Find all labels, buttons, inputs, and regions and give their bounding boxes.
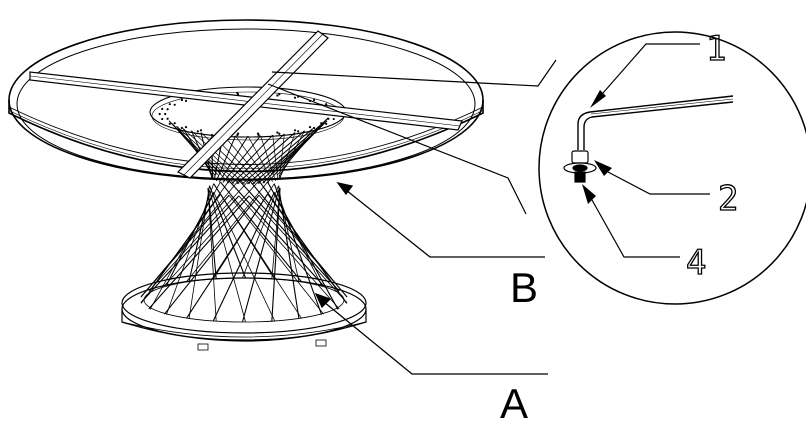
label-b: B [510, 264, 538, 311]
callout-2: 2 [594, 160, 739, 220]
callout-4: 4 [582, 184, 707, 284]
callout-4-label: 4 [686, 243, 706, 283]
pedestal-base [121, 272, 367, 351]
callout-1-label: 1 [706, 29, 726, 69]
label-a: A [500, 380, 528, 418]
detail-connector-lines [267, 59, 557, 215]
label-a-leader [314, 292, 548, 375]
cross-support-bars [29, 30, 463, 179]
callout-1: 1 [590, 28, 727, 108]
callout-2-label: 2 [718, 179, 738, 219]
lower-woven-rods [140, 179, 348, 323]
detail-view: 1 2 4 [538, 28, 806, 305]
label-b-leader [336, 182, 545, 258]
tabletop-ring [8, 19, 484, 181]
